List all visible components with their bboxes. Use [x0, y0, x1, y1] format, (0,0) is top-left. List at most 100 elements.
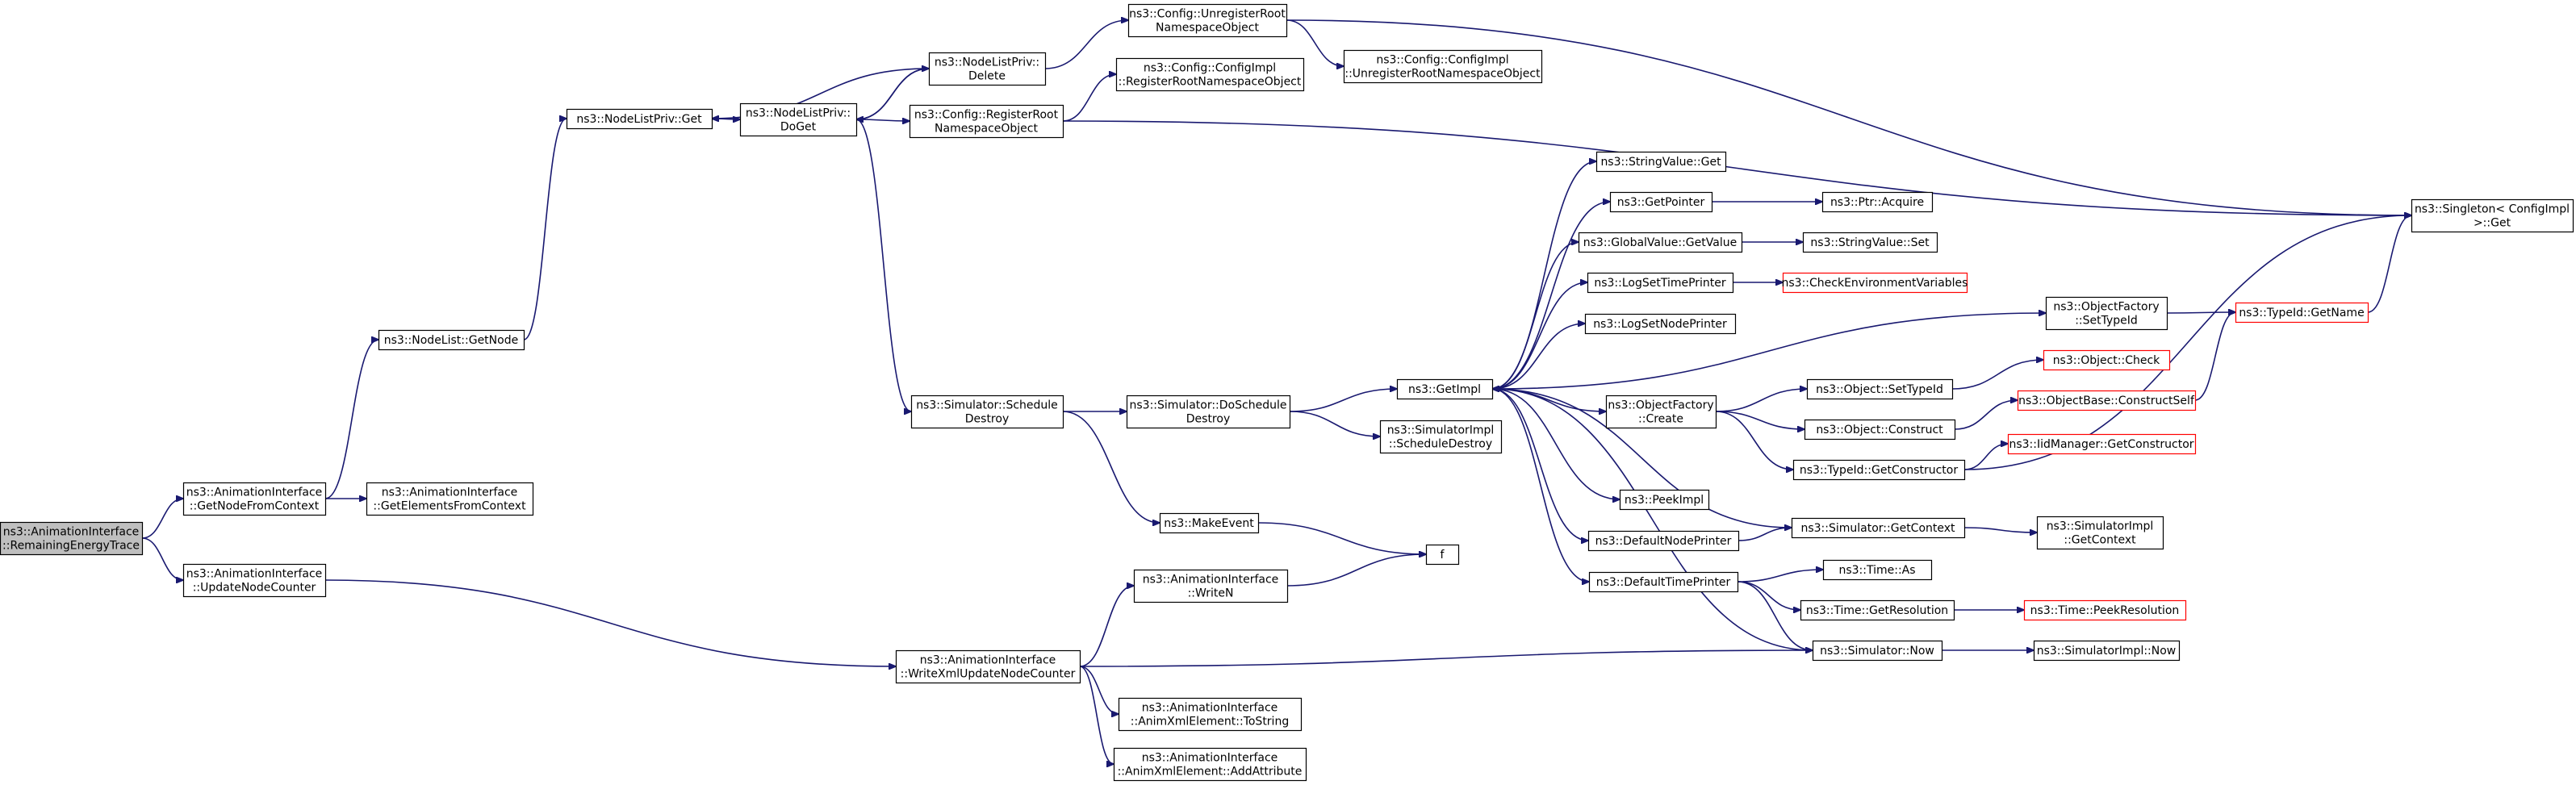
node-nodeListGetNode[interactable]: ns3::NodeList::GetNode: [378, 329, 525, 351]
node-logSetTimePrinter[interactable]: ns3::LogSetTimePrinter: [1587, 272, 1734, 294]
node-label: ::GetNodeFromContext: [190, 500, 320, 513]
node-singleton[interactable]: ns3::Singleton< ConfigImpl >::Get: [2411, 198, 2574, 233]
edge-updateNodeCounter-to-writeXml: [324, 579, 896, 666]
node-simNow[interactable]: ns3::Simulator::Now: [1812, 640, 1943, 662]
edge-writeXml-to-addAttribute: [1079, 666, 1114, 764]
node-simGetContext[interactable]: ns3::Simulator::GetContext: [1791, 517, 1966, 539]
node-objectBaseConstructSelf[interactable]: ns3::ObjectBase::ConstructSelf: [2017, 390, 2197, 411]
node-box: [2411, 198, 2574, 233]
node-defaultNodePrinter[interactable]: ns3::DefaultNodePrinter: [1587, 530, 1740, 552]
node-globalValueGetValue[interactable]: ns3::GlobalValue::GetValue: [1578, 232, 1743, 253]
node-writeXml[interactable]: ns3::AnimationInterface::WriteXmlUpdateN…: [895, 649, 1081, 684]
node-label: ns3::NodeList::GetNode: [384, 334, 518, 347]
node-toString[interactable]: ns3::AnimationInterface::AnimXmlElement:…: [1118, 697, 1303, 732]
node-box: [909, 104, 1064, 139]
edge-getImpl-to-peekImpl: [1491, 388, 1620, 499]
node-label: ns3::Object::SetTypeId: [1816, 383, 1943, 396]
node-label: ::GetContext: [2064, 534, 2136, 547]
node-configUnregister[interactable]: ns3::Config::UnregisterRootNamespaceObje…: [1127, 3, 1288, 38]
node-label: ::ScheduleDestroy: [1389, 438, 1492, 451]
node-stringValueGet[interactable]: ns3::StringValue::Get: [1595, 151, 1727, 173]
node-box: [1782, 272, 1968, 294]
edge-getNodeFromContext-to-nodeListGetNode: [324, 340, 378, 499]
edge-getImpl-to-logSetTimePrinter: [1491, 282, 1587, 390]
node-objectFactoryCreate[interactable]: ns3::ObjectFactory::Create: [1605, 395, 1717, 429]
edge-getImpl-to-logSetNodePrinter: [1491, 324, 1585, 390]
node-label: ns3::NodeListPriv::: [746, 107, 851, 120]
node-getElementsFromContext[interactable]: ns3::AnimationInterface::GetElementsFrom…: [366, 482, 534, 516]
node-iidManagerGetConstructor[interactable]: ns3::IidManager::GetConstructor: [2007, 433, 2197, 455]
node-nodeListPrivDelete[interactable]: ns3::NodeListPriv::Delete: [928, 52, 1047, 86]
node-addAttribute[interactable]: ns3::AnimationInterface::AnimXmlElement:…: [1113, 747, 1307, 782]
node-peekImpl[interactable]: ns3::PeekImpl: [1619, 489, 1710, 511]
node-logSetNodePrinter[interactable]: ns3::LogSetNodePrinter: [1584, 313, 1737, 335]
node-timeAs[interactable]: ns3::Time::As: [1822, 559, 1933, 581]
node-getNodeFromContext[interactable]: ns3::AnimationInterface::GetNodeFromCont…: [182, 482, 327, 516]
node-ptrAcquire[interactable]: ns3::Ptr::Acquire: [1821, 191, 1934, 213]
node-defaultTimePrinter[interactable]: ns3::DefaultTimePrinter: [1588, 571, 1739, 593]
node-objectCheck[interactable]: ns3::Object::Check: [2043, 349, 2171, 371]
node-label: ::RemainingEnergyTrace: [2, 540, 140, 553]
node-label: ns3::GlobalValue::GetValue: [1583, 236, 1737, 249]
node-makeEvent[interactable]: ns3::MakeEvent: [1159, 512, 1260, 534]
node-label: ::WriteXmlUpdateNodeCounter: [901, 668, 1076, 681]
node-nodeListPrivGet[interactable]: ns3::NodeListPriv::Get: [566, 108, 713, 130]
node-objectConstruct[interactable]: ns3::Object::Construct: [1804, 419, 1956, 441]
node-getPointer[interactable]: ns3::GetPointer: [1609, 191, 1713, 213]
node-simImplGetContext[interactable]: ns3::SimulatorImpl::GetContext: [2036, 516, 2164, 550]
edge-nodeListPrivDelete-to-configUnregister: [1044, 20, 1128, 69]
node-simSchedule[interactable]: ns3::Simulator::ScheduleDestroy: [910, 395, 1064, 429]
node-timePeekResolution[interactable]: ns3::Time::PeekResolution: [2023, 599, 2187, 621]
node-label: ns3::AnimationInterface: [186, 568, 323, 581]
node-label: ns3::GetPointer: [1617, 196, 1705, 209]
edge-getImpl-to-defaultNodePrinter: [1491, 388, 1588, 541]
node-label: ns3::Time::As: [1838, 564, 1915, 577]
node-label: ns3::Config::ConfigImpl: [1144, 62, 1276, 75]
node-box: [2033, 640, 2181, 662]
node-box: [1578, 232, 1743, 253]
node-label: ns3::ObjectFactory: [1608, 399, 1713, 412]
node-label: ns3::Config::UnregisterRoot: [1129, 8, 1286, 21]
node-configRegister[interactable]: ns3::Config::RegisterRootNamespaceObject: [909, 104, 1064, 139]
node-objectSetTypeId[interactable]: ns3::Object::SetTypeId: [1806, 378, 1954, 400]
edge-nodeListPrivDoGet-to-configRegister: [855, 119, 910, 121]
node-label: ns3::StringValue::Get: [1600, 156, 1721, 169]
node-label: Destroy: [965, 413, 1009, 426]
node-label: ns3::TypeId::GetName: [2239, 307, 2364, 319]
node-label: ns3::Time::GetResolution: [1806, 604, 1948, 617]
node-nodeListPrivDoGet[interactable]: ns3::NodeListPriv::DoGet: [739, 102, 858, 137]
node-box: [1133, 569, 1289, 603]
node-updateNodeCounter[interactable]: ns3::AnimationInterface::UpdateNodeCount…: [182, 563, 327, 598]
node-getImpl[interactable]: ns3::GetImpl: [1396, 378, 1494, 400]
edge-getImpl-to-stringValueGet: [1491, 161, 1596, 390]
node-label: DoGet: [780, 121, 817, 134]
edge-getImpl-to-objectFactorySetTypeId: [1491, 313, 2046, 390]
node-box: [1619, 489, 1710, 511]
node-root[interactable]: ns3::AnimationInterface::RemainingEnergy…: [0, 521, 144, 556]
node-label: Delete: [968, 70, 1006, 83]
node-label: ns3::PeekImpl: [1625, 494, 1704, 507]
node-typeIdGetName[interactable]: ns3::TypeId::GetName: [2235, 302, 2369, 324]
node-f[interactable]: f: [1425, 544, 1460, 566]
node-box: [1115, 57, 1305, 92]
node-typeIdGetConstructor[interactable]: ns3::TypeId::GetConstructor: [1792, 459, 1966, 481]
edge-simGetContext-to-getImpl: [1492, 389, 1792, 528]
node-configImplRegister[interactable]: ns3::Config::ConfigImpl::RegisterRootNam…: [1115, 57, 1305, 92]
node-box: [910, 395, 1064, 429]
node-label: ns3::Time::PeekResolution: [2030, 604, 2180, 617]
node-box: [2043, 349, 2171, 371]
node-box: [1396, 378, 1494, 400]
node-simImplNow[interactable]: ns3::SimulatorImpl::Now: [2033, 640, 2181, 662]
node-objectFactorySetTypeId[interactable]: ns3::ObjectFactory::SetTypeId: [2045, 296, 2168, 331]
node-simImplScheduleDestroy[interactable]: ns3::SimulatorImpl::ScheduleDestroy: [1379, 420, 1503, 454]
node-box: [1791, 517, 1966, 539]
node-label: >::Get: [2474, 217, 2511, 230]
node-timeGetResolution[interactable]: ns3::Time::GetResolution: [1800, 599, 1955, 621]
node-writeN[interactable]: ns3::AnimationInterface::WriteN: [1133, 569, 1289, 603]
node-checkEnv[interactable]: ns3::CheckEnvironmentVariables: [1782, 272, 1968, 294]
node-configImplUnregister[interactable]: ns3::Config::ConfigImpl::UnregisterRootN…: [1343, 49, 1543, 84]
node-stringValueSet[interactable]: ns3::StringValue::Set: [1802, 232, 1938, 253]
edge-defaultTimePrinter-to-simNow: [1737, 581, 1813, 650]
edge-writeXml-to-simNow: [1079, 650, 1813, 667]
